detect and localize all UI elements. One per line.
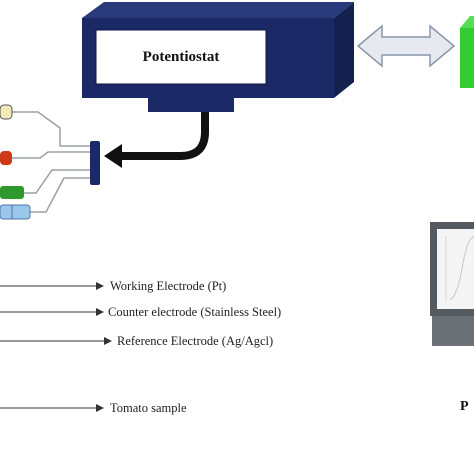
electrode-reference-clip: [0, 186, 24, 199]
cable-arrowhead: [104, 144, 122, 168]
legend-tomato-sample: Tomato sample: [110, 401, 187, 415]
double-arrow: [356, 24, 456, 68]
connector-block: [90, 141, 100, 185]
legend-arrowhead-working: [96, 282, 104, 290]
potentiostat-label: Potentiostat: [142, 48, 220, 65]
legend-arrowhead-counter: [96, 308, 104, 316]
electrode-counter-clip: [0, 151, 12, 165]
monitor-graph-line: [449, 235, 474, 301]
wire-reference: [22, 169, 90, 194]
wire-counter: [10, 151, 90, 159]
potentiostat-side: [334, 2, 354, 98]
potentiostat-base: [148, 98, 234, 112]
computer-label: P: [460, 399, 469, 414]
electrode-working-clip: [0, 104, 13, 120]
potentiostat-screen: [95, 29, 267, 85]
monitor-screen: [437, 229, 474, 309]
legend-counter-electrode: Counter electrode (Stainless Steel): [108, 305, 282, 319]
monitor-base: [432, 316, 474, 346]
legend-working-electrode: Working Electrode (Pt): [110, 279, 227, 293]
green-box-top: [460, 16, 474, 28]
potentiostat-top: [82, 2, 354, 18]
cable: [120, 112, 209, 160]
wire-sample: [28, 177, 90, 213]
green-box: [460, 28, 474, 88]
legend-arrowhead-sample: [96, 404, 104, 412]
electrode-sample-clip: [0, 204, 31, 220]
wire-working: [10, 111, 90, 147]
legend-reference-electrode: Reference Electrode (Ag/Agcl): [117, 334, 274, 348]
legend-arrowhead-reference: [104, 337, 112, 345]
